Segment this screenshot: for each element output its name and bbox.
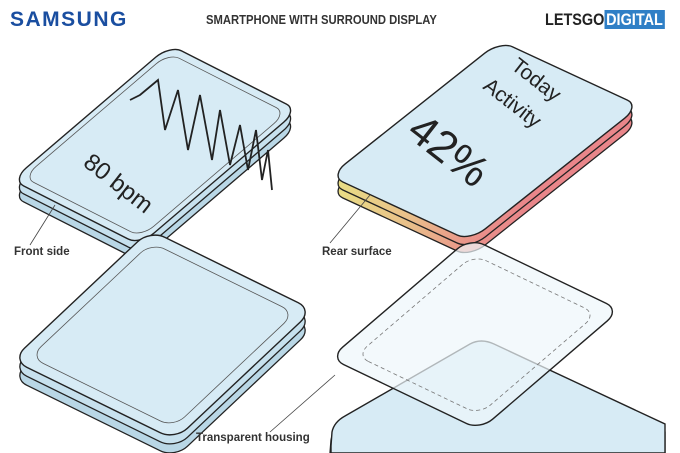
- label-front-side: Front side: [14, 246, 70, 258]
- label-rear-surface: Rear surface: [322, 246, 392, 258]
- phone-exploded: [329, 238, 666, 453]
- page-title: SMARTPHONE WITH SURROUND DISPLAY: [206, 13, 437, 27]
- phone-rear-surface: Today Activity 42%: [330, 41, 640, 257]
- phone-front-side: 80 bpm: [12, 45, 298, 261]
- heartbeat-graph: [129, 78, 273, 191]
- phone-bottom-left: [12, 230, 313, 453]
- label-transparent-housing: Transparent housing: [196, 432, 310, 444]
- samsung-logo: SAMSUNG: [10, 8, 128, 31]
- transparent-housing: [330, 238, 620, 430]
- header: SAMSUNG SMARTPHONE WITH SURROUND DISPLAY…: [0, 0, 680, 38]
